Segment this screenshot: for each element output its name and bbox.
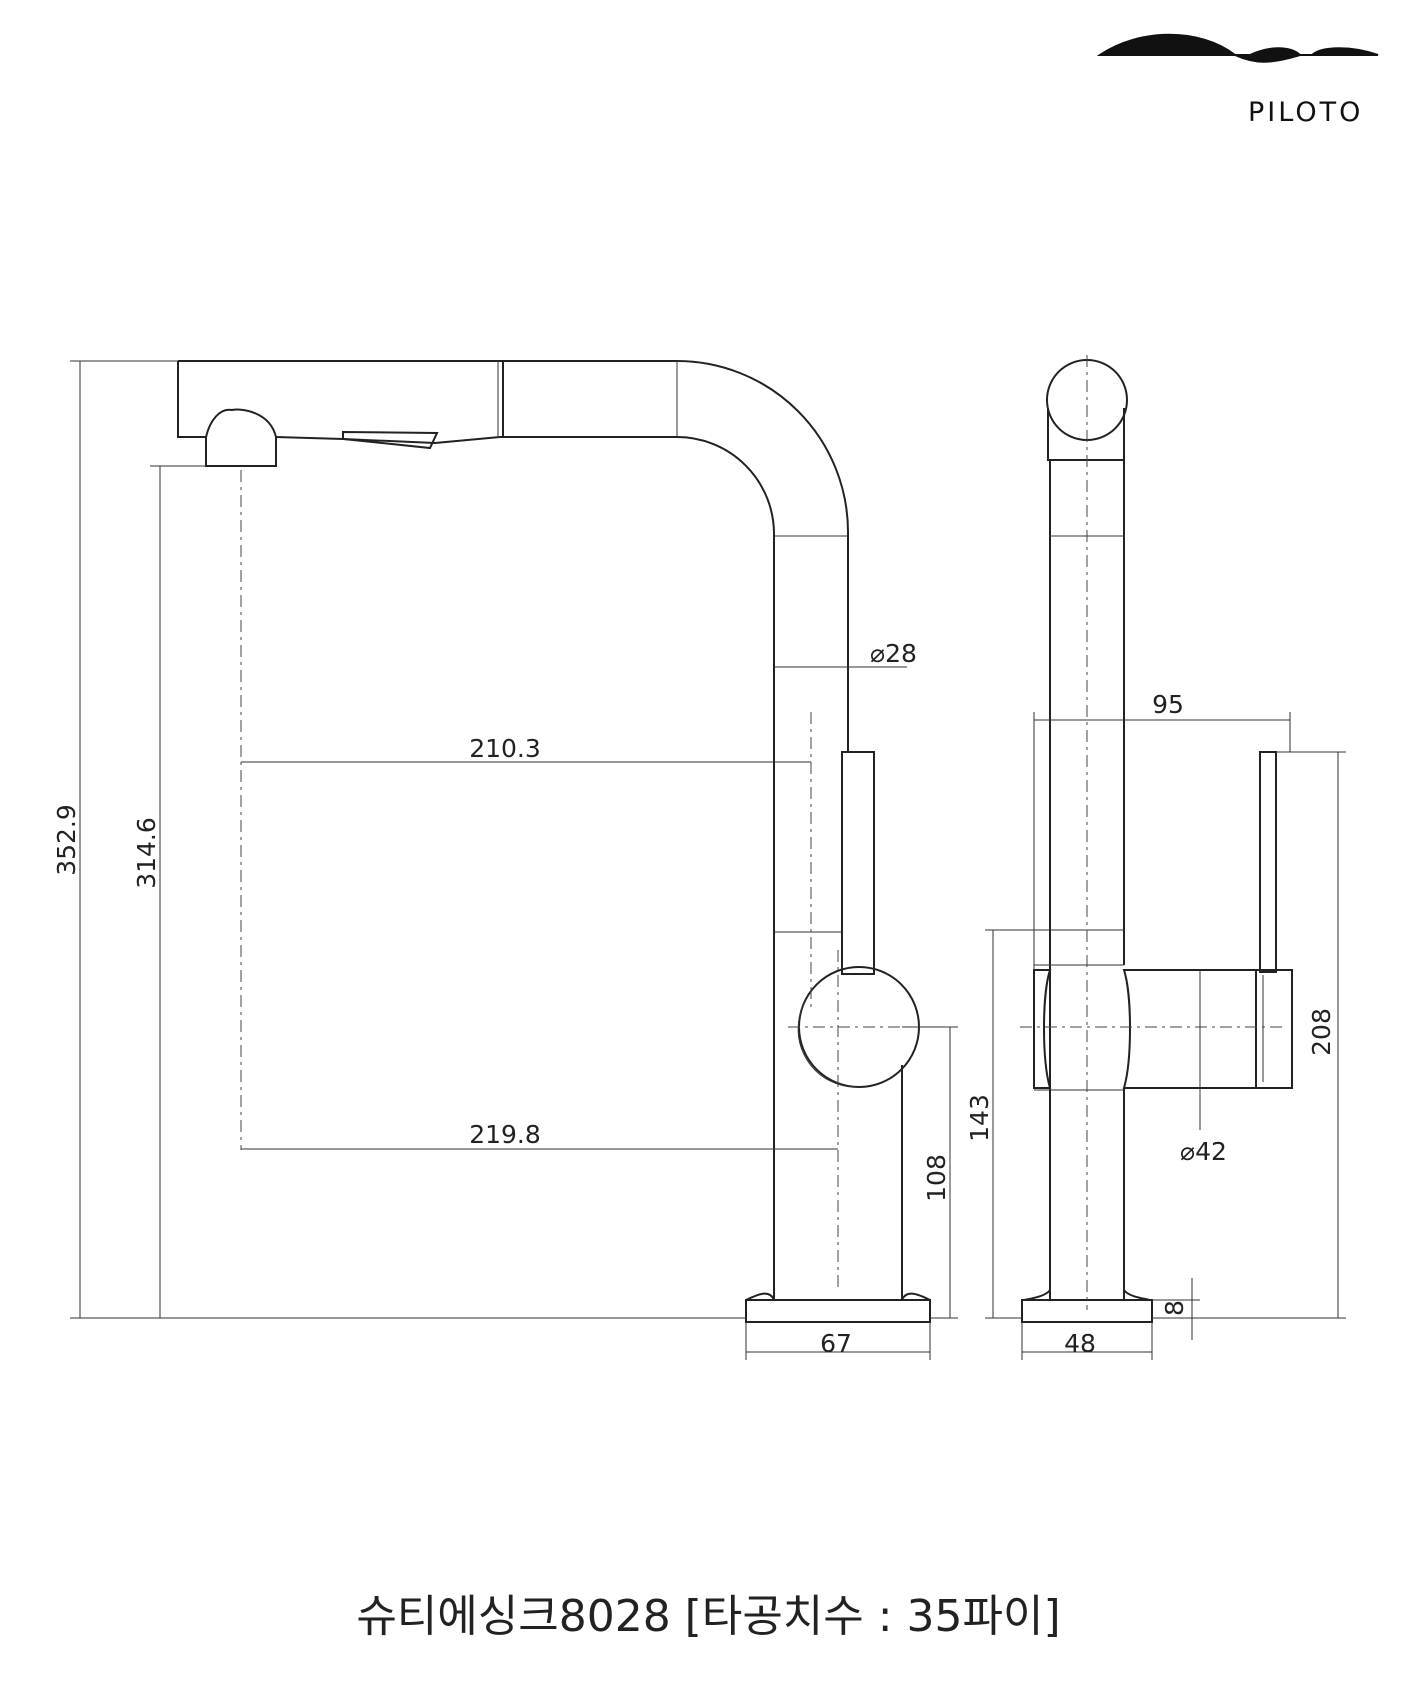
lever-side (1259, 751, 1277, 973)
side-view: 95 143 ⌀42 208 8 (965, 355, 1346, 1360)
dim-total-height: 352.9 (52, 804, 81, 876)
brand-name: PILOTO (1248, 97, 1363, 128)
handle-lever (841, 751, 875, 975)
spray-nozzle (205, 408, 277, 467)
piloto-logo: PILOTO (1096, 33, 1379, 128)
base-plate-side (1021, 1299, 1153, 1323)
dim-body-height: 143 (965, 1094, 994, 1142)
dim-reach-lower: 219.8 (469, 1120, 541, 1149)
spray-button (342, 430, 439, 450)
dim-handle-diameter: ⌀42 (1180, 1137, 1227, 1166)
dim-handle-height: 108 (922, 1154, 951, 1202)
dim-base-width-front: 67 (820, 1329, 852, 1358)
front-view: 352.9 314.6 210.3 219.8 ⌀28 108 (52, 360, 958, 1360)
dim-reach-upper: 210.3 (469, 734, 541, 763)
logo-wave-mark (1096, 33, 1379, 63)
product-caption: 슈티에싱크8028 [타공치수 : 35파이] (356, 1591, 1061, 1642)
dim-spout-diameter: ⌀28 (870, 639, 917, 668)
dim-lever-reach: 95 (1152, 690, 1184, 719)
dim-lever-top-height: 208 (1307, 1008, 1336, 1056)
dim-base-width-side: 48 (1064, 1329, 1096, 1358)
handle-body-side (1033, 969, 1052, 1089)
base-plate-front (745, 1299, 931, 1323)
dim-outlet-height: 314.6 (132, 817, 161, 889)
spout-head (178, 360, 849, 752)
dim-base-thickness: 8 (1160, 1300, 1189, 1316)
